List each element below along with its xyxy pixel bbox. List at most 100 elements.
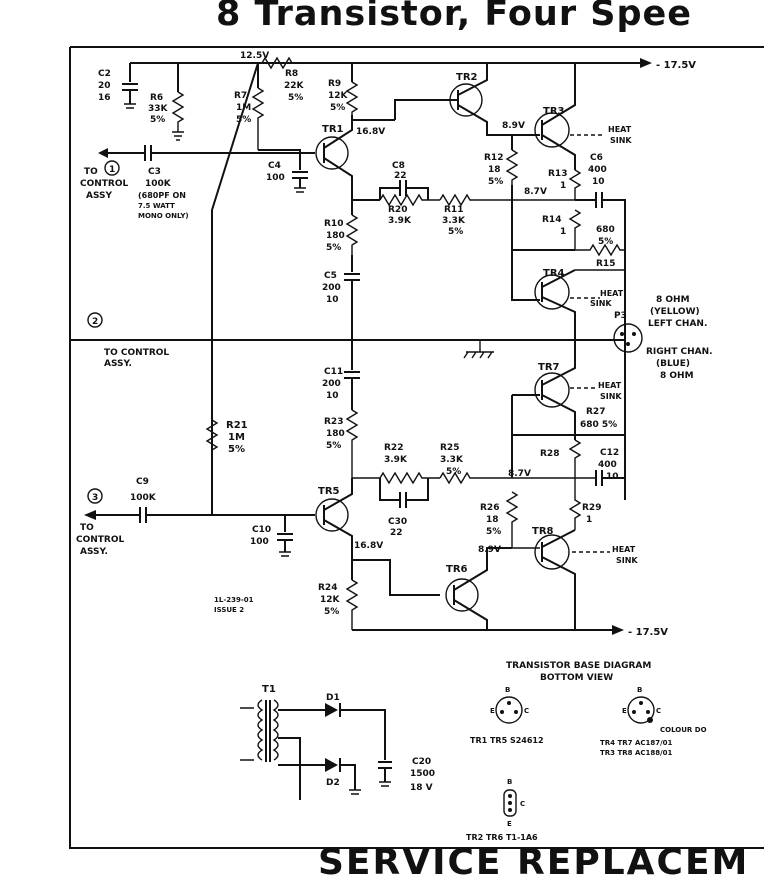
r6-tol: 5% (150, 115, 165, 125)
svg-text:5%: 5% (488, 177, 503, 187)
svg-text:SINK: SINK (600, 392, 622, 401)
svg-text:10: 10 (326, 295, 339, 305)
svg-text:18 V: 18 V (410, 783, 433, 793)
svg-text:200: 200 (322, 283, 341, 293)
r9-resistor (345, 81, 359, 115)
svg-text:RIGHT CHAN.: RIGHT CHAN. (646, 347, 713, 357)
r14-resistor (568, 209, 582, 250)
r6-resistor (171, 91, 185, 132)
v12-label: 12.5V (240, 51, 269, 61)
svg-text:ASSY.: ASSY. (104, 359, 132, 369)
svg-text:TR2 TR6 T1-1A6: TR2 TR6 T1-1A6 (466, 833, 538, 842)
tr7-transistor (534, 372, 570, 408)
svg-text:TR5: TR5 (318, 486, 340, 497)
svg-text:5%: 5% (598, 237, 613, 247)
r10-resistor (345, 214, 359, 255)
r6-value: 33K (148, 104, 169, 114)
svg-text:C20: C20 (412, 757, 431, 767)
svg-text:R14: R14 (542, 215, 561, 225)
r8-resistor (261, 56, 293, 70)
svg-text:TR4 TR7 AC187/01: TR4 TR7 AC187/01 (600, 739, 673, 747)
svg-text:1M: 1M (228, 432, 245, 443)
page-title: 8 Transistor, Four Spee (216, 0, 693, 34)
svg-text:C9: C9 (136, 477, 149, 487)
svg-text:B: B (507, 778, 512, 786)
svg-text:R28: R28 (540, 449, 559, 459)
svg-text:5%: 5% (446, 467, 461, 477)
svg-text:E: E (622, 707, 627, 715)
svg-text:- 17.5V: - 17.5V (628, 627, 668, 638)
svg-text:R22: R22 (384, 443, 403, 453)
svg-text:3.9K: 3.9K (384, 455, 408, 465)
svg-text:C6: C6 (590, 153, 603, 163)
svg-text:TR1: TR1 (322, 124, 344, 135)
transformer-secondary (272, 699, 279, 761)
svg-text:400: 400 (588, 165, 607, 175)
svg-text:1: 1 (586, 515, 592, 525)
svg-text:22K: 22K (284, 81, 305, 91)
svg-text:R27: R27 (586, 407, 605, 417)
svg-text:C: C (524, 707, 529, 715)
svg-text:SINK: SINK (610, 136, 632, 145)
svg-text:B: B (637, 686, 642, 694)
svg-text:HEAT: HEAT (598, 381, 622, 390)
svg-text:10: 10 (592, 177, 605, 187)
svg-text:TR2: TR2 (456, 72, 478, 83)
svg-text:R29: R29 (582, 503, 601, 513)
base-diagram-ac187 (627, 696, 655, 724)
r11-resistor (439, 193, 596, 207)
r28-resistor (568, 439, 582, 490)
svg-text:5%: 5% (326, 243, 341, 253)
input-3-line (96, 507, 315, 523)
svg-text:TR3: TR3 (543, 106, 565, 117)
svg-text:3.3K: 3.3K (442, 216, 466, 226)
r21-resistor (205, 419, 219, 460)
terminal-3 (87, 488, 103, 504)
svg-text:HEAT: HEAT (600, 289, 624, 298)
svg-text:C10: C10 (252, 525, 271, 535)
svg-text:TR3 TR8 AC188/01: TR3 TR8 AC188/01 (600, 749, 673, 757)
svg-text:100: 100 (266, 173, 285, 183)
svg-text:8.7V: 8.7V (524, 187, 547, 197)
svg-text:SINK: SINK (590, 299, 612, 308)
svg-text:1M: 1M (236, 103, 251, 113)
svg-text:HEAT: HEAT (612, 545, 636, 554)
svg-text:10: 10 (326, 391, 339, 401)
transformer-primary (257, 699, 264, 761)
svg-text:ASSY.: ASSY. (80, 547, 108, 557)
base-diagram-s24612 (495, 696, 523, 724)
svg-text:22: 22 (390, 528, 403, 538)
r23-resistor (345, 409, 359, 478)
r22-resistor (352, 471, 440, 485)
svg-text:1: 1 (109, 165, 115, 175)
svg-text:(YELLOW): (YELLOW) (650, 307, 700, 317)
svg-text:22: 22 (394, 171, 407, 181)
r24-resistor (345, 579, 359, 630)
svg-text:680: 680 (596, 225, 615, 235)
svg-text:R8: R8 (285, 69, 298, 79)
svg-text:TR4: TR4 (543, 268, 565, 279)
d2-diode (325, 758, 338, 772)
svg-text:T1: T1 (262, 684, 276, 695)
svg-text:2: 2 (92, 317, 98, 327)
svg-text:12K: 12K (320, 595, 341, 605)
svg-text:TO: TO (84, 167, 98, 177)
svg-text:TO: TO (80, 523, 94, 533)
footer-heading: SERVICE REPLACEM (318, 842, 750, 883)
svg-text:SINK: SINK (616, 556, 638, 565)
svg-text:8.9V: 8.9V (478, 545, 501, 555)
svg-text:C30: C30 (388, 517, 407, 527)
svg-text:TR6: TR6 (446, 564, 468, 575)
svg-text:ISSUE 2: ISSUE 2 (214, 606, 244, 614)
ground (172, 131, 184, 141)
svg-text:LEFT CHAN.: LEFT CHAN. (648, 319, 707, 329)
c2-label: C2 (98, 69, 111, 79)
svg-text:R24: R24 (318, 583, 337, 593)
r680a-resistor (575, 243, 625, 257)
tr5-transistor (315, 498, 349, 532)
svg-text:R15: R15 (596, 259, 615, 269)
top-rail-arrow (640, 58, 652, 68)
svg-text:5%: 5% (324, 607, 339, 617)
r13-resistor (568, 169, 582, 200)
